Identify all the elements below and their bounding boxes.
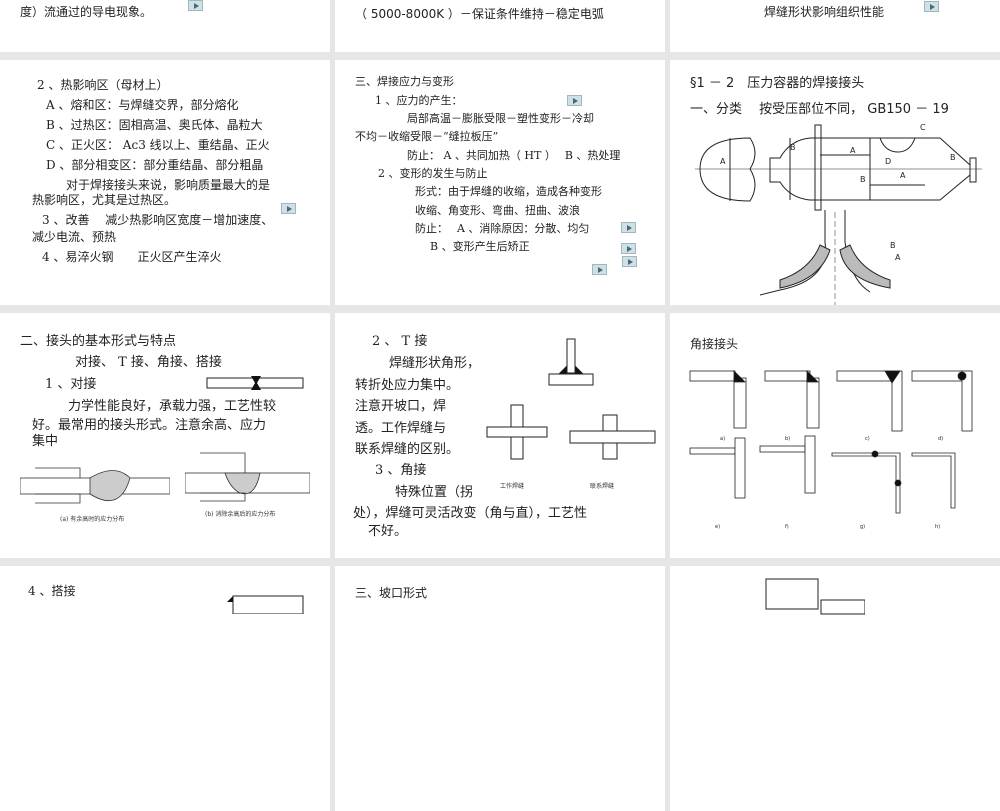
t-joint-icon <box>548 338 594 386</box>
butt-joint-icon <box>206 376 304 390</box>
slide-text: B 、变形产生后矫正 <box>430 240 530 253</box>
slide-text: 热影响区，尤其是过热区。 <box>32 193 177 207</box>
svg-text:B: B <box>950 153 956 162</box>
slide-thumbnail[interactable]: 2 、热影响区（母材上） A 、熔和区：与焊缝交界，部分熔化 B 、过热区：固相… <box>0 60 330 305</box>
slide-text: 力学性能良好，承载力强，工艺性较 <box>68 399 277 414</box>
slide-text: 局部高温－膨胀受限－塑性变形－冷却 <box>407 112 594 125</box>
slide-title: 三、坡口形式 <box>355 586 428 600</box>
stress-distribution-diagram-b: (b) 消除余高后的应力分布 <box>185 452 310 518</box>
play-icon[interactable] <box>621 222 636 233</box>
play-icon[interactable] <box>567 95 582 106</box>
slide-text: 2 、热影响区（母材上） <box>37 78 169 92</box>
slide-thumbnail[interactable]: （ 5000-8000K ）－保证条件维持－稳定电弧 <box>335 0 665 52</box>
svg-text:D: D <box>885 157 891 166</box>
slide-thumbnail[interactable]: 2 、 T 接 焊缝形状角形， 转折处应力集中。 注意开坡口，焊 透。工作焊缝与… <box>335 313 665 558</box>
svg-text:A: A <box>900 171 906 180</box>
slide-text: C 、正火区： Ac3 线以上、重结晶、正火 <box>46 138 270 152</box>
slide-thumbnail[interactable]: 角接接头 a) b) c) d) e) f) g) h) <box>670 313 1000 558</box>
svg-text:b): b) <box>785 436 790 442</box>
play-icon[interactable] <box>622 256 637 267</box>
slide-text: 4 、易淬火钢 正火区产生淬火 <box>42 250 222 264</box>
slide-thumbnail[interactable]: 二、接头的基本形式与特点 对接、 T 接、角接、搭接 1 、对接 力学性能良好，… <box>0 313 330 558</box>
slide-text: 形式：由于焊缝的收缩，造成各种变形 <box>415 185 602 198</box>
svg-text:(b) 消除余高后的应力分布: (b) 消除余高后的应力分布 <box>205 510 275 518</box>
slide-text: 集中 <box>32 434 59 449</box>
slide-thumbnail[interactable] <box>670 566 1000 811</box>
corner-joint-diagrams: a) b) c) d) e) f) g) h) <box>689 370 973 530</box>
groove-diagram <box>765 578 865 615</box>
svg-text:B: B <box>790 143 796 152</box>
stress-distribution-diagram-a: (a) 有余高时的应力分布 <box>20 467 170 523</box>
play-icon[interactable] <box>188 0 203 11</box>
play-icon[interactable] <box>621 243 636 254</box>
slide-text: 对接、 T 接、角接、搭接 <box>75 355 222 370</box>
slide-title: 4 、搭接 <box>28 584 76 598</box>
slide-text: A 、熔和区：与焊缝交界，部分熔化 <box>46 98 239 112</box>
slide-text: 焊缝形状影响组织性能 <box>764 5 885 19</box>
slide-thumbnail[interactable]: 度）流通过的导电现象。 <box>0 0 330 52</box>
svg-text:e): e) <box>715 524 720 530</box>
svg-text:(a) 有余高时的应力分布: (a) 有余高时的应力分布 <box>60 515 124 523</box>
svg-text:B: B <box>890 241 896 250</box>
slide-text: 收缩、角变形、弯曲、扭曲、波浪 <box>415 204 580 217</box>
slide-text: 3 、改善 减少热影响区宽度－增加速度、 <box>42 213 274 227</box>
svg-text:h): h) <box>935 524 940 530</box>
slide-text: 注意开坡口，焊 <box>355 399 447 414</box>
slide-thumbnail[interactable]: 三、坡口形式 <box>335 566 665 811</box>
svg-text:c): c) <box>865 436 870 442</box>
play-icon[interactable] <box>924 1 939 12</box>
svg-text:a): a) <box>720 436 725 442</box>
slide-title: §1 － 2 压力容器的焊接接头 <box>690 76 865 91</box>
slide-text: 1 、应力的产生： <box>375 94 463 107</box>
slide-thumbnail[interactable]: 4 、搭接 <box>0 566 330 811</box>
slide-text: 减少电流、预热 <box>32 230 117 244</box>
slide-text: 处），焊缝可灵活改变（角与直），工艺性 <box>353 506 588 521</box>
slide-text: 不好。 <box>368 524 408 539</box>
slide-text: 三、焊接应力与变形 <box>355 75 454 88</box>
slide-thumbnail[interactable]: 三、焊接应力与变形 1 、应力的产生： 局部高温－膨胀受限－塑性变形－冷却 不均… <box>335 60 665 305</box>
slide-text: 焊缝形状角形， <box>389 356 481 371</box>
svg-text:g): g) <box>860 524 865 530</box>
slide-text: 联系焊缝的区别。 <box>355 442 460 457</box>
svg-text:C: C <box>920 123 926 132</box>
slide-text: 防止： A 、共同加热（ HT ） B 、热处理 <box>407 149 621 162</box>
slide-text: 度）流通过的导电现象。 <box>20 5 153 19</box>
svg-text:A: A <box>895 253 901 262</box>
slide-text: 2 、变形的发生与防止 <box>378 167 488 180</box>
svg-text:B: B <box>860 175 866 184</box>
svg-text:联系焊缝: 联系焊缝 <box>590 482 614 490</box>
figure-labels: a) b) c) d) e) f) g) h) <box>715 436 943 530</box>
lap-joint-icon <box>227 595 304 614</box>
slide-text: B 、过热区：固相高温、奥氏体、晶粒大 <box>46 118 263 132</box>
slide-text: 不均－收缩受限－“缝拉板压” <box>355 130 499 143</box>
svg-text:f): f) <box>785 524 789 530</box>
svg-text:A: A <box>850 146 856 155</box>
svg-text:工作焊缝: 工作焊缝 <box>500 482 524 490</box>
slide-text: 好。最常用的接头形式。注意余高、应力 <box>32 418 267 433</box>
play-icon[interactable] <box>592 264 607 275</box>
slide-title: 二、接头的基本形式与特点 <box>20 334 177 349</box>
slide-text: 3 、角接 <box>375 463 427 478</box>
slide-text: 特殊位置（拐 <box>395 485 474 500</box>
slide-title: 2 、 T 接 <box>372 334 428 349</box>
working-weld-diagram: 工作焊缝 <box>486 404 548 490</box>
slide-title: 角接接头 <box>690 337 739 351</box>
svg-text:A: A <box>720 157 726 166</box>
slide-text: 1 、对接 <box>45 377 97 392</box>
connecting-weld-diagram: 联系焊缝 <box>569 414 656 490</box>
slide-text: 透。工作焊缝与 <box>355 421 447 436</box>
slide-text: （ 5000-8000K ）－保证条件维持－稳定电弧 <box>355 7 604 21</box>
slide-thumbnail[interactable]: 焊缝形状影响组织性能 <box>670 0 1000 52</box>
play-icon[interactable] <box>281 203 296 214</box>
slide-thumbnail[interactable]: §1 － 2 压力容器的焊接接头 一、分类 按受压部位不同， GB150 － 1… <box>670 60 1000 305</box>
slide-text: 防止： A 、消除原因：分散、均匀 <box>415 222 590 235</box>
svg-text:d): d) <box>938 436 943 442</box>
slide-text: 一、分类 按受压部位不同， GB150 － 19 <box>690 102 949 117</box>
slide-text: D 、部分相变区：部分重结晶、部分粗晶 <box>46 158 264 172</box>
slide-text: 转折处应力集中。 <box>355 378 460 393</box>
slide-text: 对于焊接接头来说，影响质量最大的是 <box>66 178 271 192</box>
